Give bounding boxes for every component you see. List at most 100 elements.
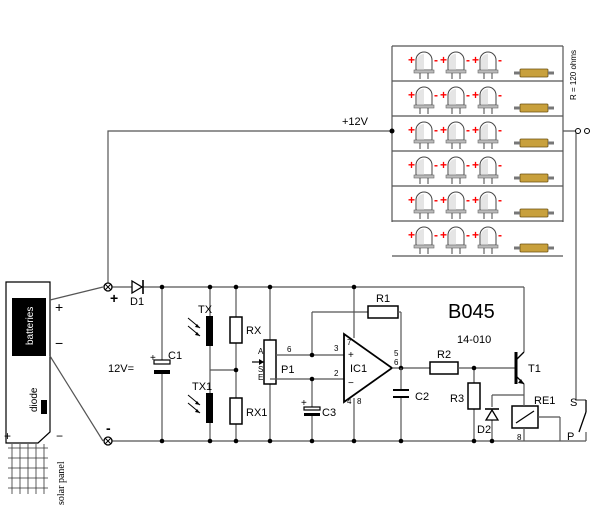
led-plus-sign: + bbox=[440, 88, 447, 102]
led-plus-sign: + bbox=[472, 88, 479, 102]
ic1-pin2: 2 bbox=[334, 369, 339, 378]
led-minus-sign: - bbox=[498, 88, 502, 102]
led bbox=[413, 86, 435, 115]
rx-label: RX bbox=[246, 325, 262, 337]
p1-e: E bbox=[258, 373, 263, 382]
re1-label: RE1 bbox=[534, 395, 555, 407]
led-minus-sign: - bbox=[466, 123, 470, 137]
ic1-pin5: 5 bbox=[394, 349, 399, 358]
c1-label: C1 bbox=[168, 350, 182, 362]
board-title: B045 bbox=[448, 301, 495, 323]
ic1-minus: − bbox=[348, 378, 354, 389]
panel-minus: − bbox=[56, 429, 63, 443]
tx1-label: TX1 bbox=[192, 381, 212, 393]
capacitor-c3 bbox=[303, 406, 321, 416]
terminal-minus bbox=[103, 436, 113, 446]
led-plus-sign: + bbox=[408, 193, 415, 207]
solar-panel-grid bbox=[8, 444, 48, 494]
led-minus-sign: - bbox=[498, 123, 502, 137]
terminal-out bbox=[575, 128, 581, 134]
resistor-r1 bbox=[367, 305, 399, 319]
led bbox=[413, 51, 435, 80]
c2-label: C2 bbox=[415, 391, 429, 403]
led-minus-sign: - bbox=[434, 53, 438, 67]
led-minus-sign: - bbox=[434, 228, 438, 242]
resistor-note: R = 120 ohms bbox=[569, 50, 578, 100]
solar-panel-label: solar panel bbox=[56, 461, 67, 505]
c3-plus: + bbox=[301, 398, 307, 409]
ic1-label: IC1 bbox=[350, 363, 367, 375]
led-plus-sign: + bbox=[472, 158, 479, 172]
p1-a: A bbox=[258, 347, 264, 356]
led-row: +-+-+- bbox=[392, 185, 563, 220]
phototransistor-tx bbox=[187, 316, 213, 346]
led bbox=[413, 191, 435, 220]
battery-label: batteries bbox=[25, 307, 36, 345]
tx-label: TX bbox=[198, 304, 213, 316]
led-plus-sign: + bbox=[472, 123, 479, 137]
ic1-pin6: 6 bbox=[394, 358, 399, 367]
led-minus-sign: - bbox=[466, 88, 470, 102]
led-plus-sign: + bbox=[408, 88, 415, 102]
switch-s-label: S bbox=[570, 397, 577, 409]
led-plus-sign: + bbox=[440, 53, 447, 67]
led-plus-sign: + bbox=[408, 228, 415, 242]
led-plus-sign: + bbox=[440, 193, 447, 207]
p1-label: P1 bbox=[281, 364, 294, 376]
opamp-ic1 bbox=[343, 332, 394, 404]
led bbox=[445, 226, 467, 255]
led bbox=[477, 51, 499, 80]
led bbox=[477, 156, 499, 185]
led-plus-sign: + bbox=[408, 158, 415, 172]
c1-plus: + bbox=[150, 353, 156, 364]
led-series-resistor bbox=[513, 103, 555, 113]
led-plus-sign: + bbox=[472, 228, 479, 242]
terminal-plus-sign: + bbox=[110, 290, 118, 306]
return-wire bbox=[563, 130, 586, 401]
plus12v-label: +12V bbox=[342, 116, 369, 128]
led-series-resistor bbox=[513, 68, 555, 78]
led bbox=[477, 226, 499, 255]
panel-diode-label: diode bbox=[29, 387, 40, 412]
led-row: +-+-+- bbox=[392, 45, 563, 80]
led-plus-sign: + bbox=[440, 123, 447, 137]
led bbox=[413, 226, 435, 255]
ic1-plus: + bbox=[348, 350, 354, 361]
capacitor-c1 bbox=[153, 359, 171, 374]
r2-label: R2 bbox=[437, 349, 451, 361]
led bbox=[477, 191, 499, 220]
t1-label: T1 bbox=[528, 363, 541, 375]
terminal-minus-sign: - bbox=[106, 420, 111, 436]
terminal-out-2 bbox=[584, 128, 590, 134]
led-minus-sign: - bbox=[498, 158, 502, 172]
led-series-resistor bbox=[513, 173, 555, 183]
r3-label: R3 bbox=[450, 393, 464, 405]
panel-diode-body bbox=[41, 400, 47, 414]
battery-plus: + bbox=[55, 299, 63, 315]
ic1-pin3: 3 bbox=[334, 344, 339, 353]
resistor-rx1 bbox=[229, 397, 243, 425]
junction bbox=[389, 128, 395, 134]
led bbox=[445, 51, 467, 80]
d2-label: D2 bbox=[477, 424, 491, 436]
resistor-r3 bbox=[467, 382, 481, 410]
resistor-r2 bbox=[429, 361, 459, 375]
led bbox=[413, 156, 435, 185]
p1-s: S bbox=[258, 365, 263, 374]
diode-d1 bbox=[131, 279, 144, 295]
switch-p-label: P bbox=[567, 431, 574, 443]
battery-assembly: batteries diode bbox=[5, 281, 104, 444]
plus12v-wire bbox=[107, 130, 392, 287]
led-minus-sign: - bbox=[466, 228, 470, 242]
led-minus-sign: - bbox=[466, 158, 470, 172]
led bbox=[445, 191, 467, 220]
led-series-resistor bbox=[513, 138, 555, 148]
pot-pin-label: 6 bbox=[287, 345, 292, 354]
re1-pin8: 8 bbox=[517, 433, 522, 442]
ic1-pin7: 7 bbox=[347, 338, 352, 347]
panel-plus: + bbox=[4, 429, 11, 443]
potentiometer-p1 bbox=[263, 339, 277, 385]
led bbox=[445, 86, 467, 115]
